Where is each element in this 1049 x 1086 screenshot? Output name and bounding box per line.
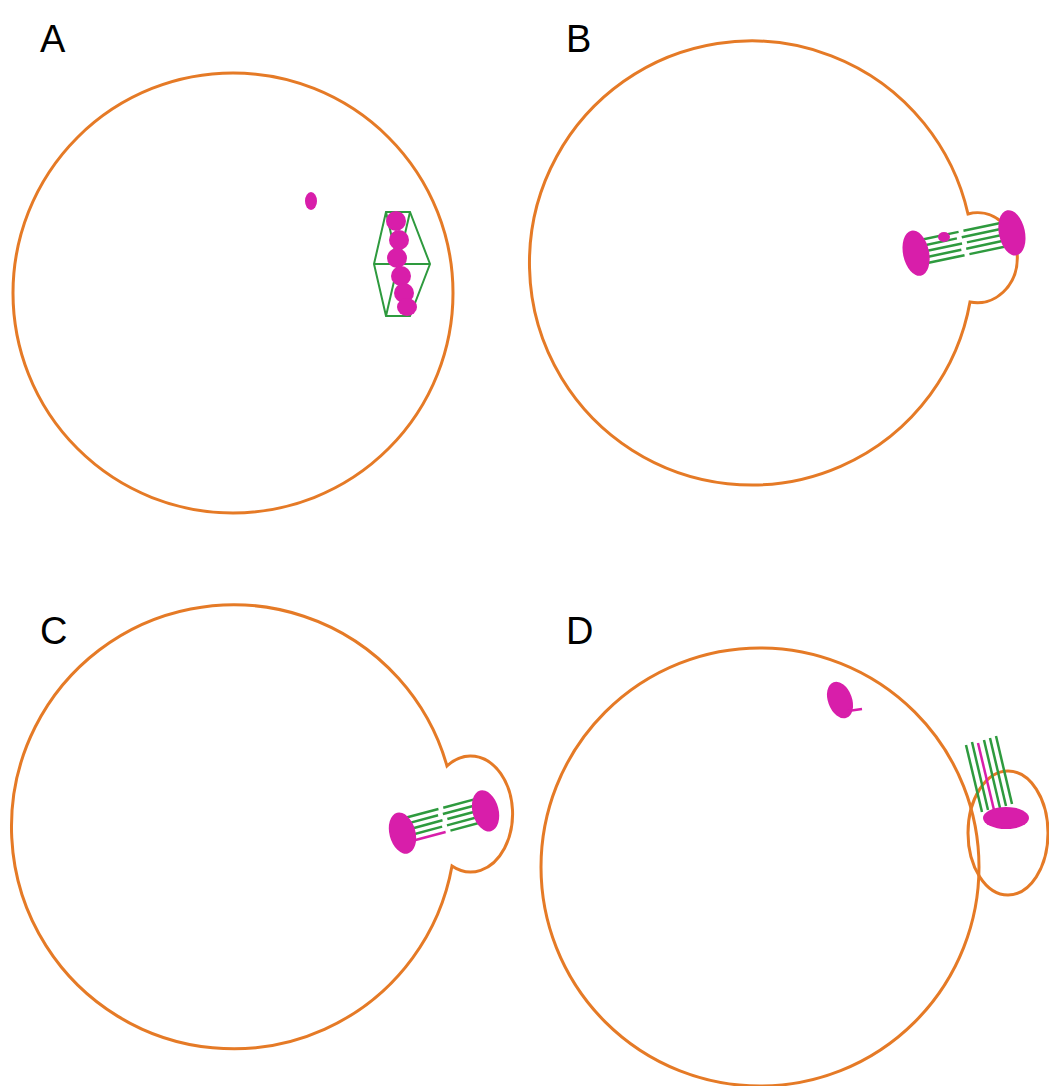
panel-letter: B [566,20,591,58]
oocyte-membrane [13,73,453,513]
midbody-spindle [966,736,1029,829]
oocyte-membrane [529,41,1017,485]
panel-letter: A [40,20,65,58]
oocyte-membrane [11,605,512,1049]
meiotic-spindle [374,212,430,316]
anaphase-spindle [899,208,1030,279]
oocyte-membrane [541,648,979,1086]
panel-letter: C [40,612,67,650]
chromatin [938,232,950,242]
chromosomes [386,211,417,316]
chromatin [305,192,317,210]
chromatin [822,678,862,722]
panel-letter: D [566,612,593,650]
telophase-spindle [384,787,503,857]
